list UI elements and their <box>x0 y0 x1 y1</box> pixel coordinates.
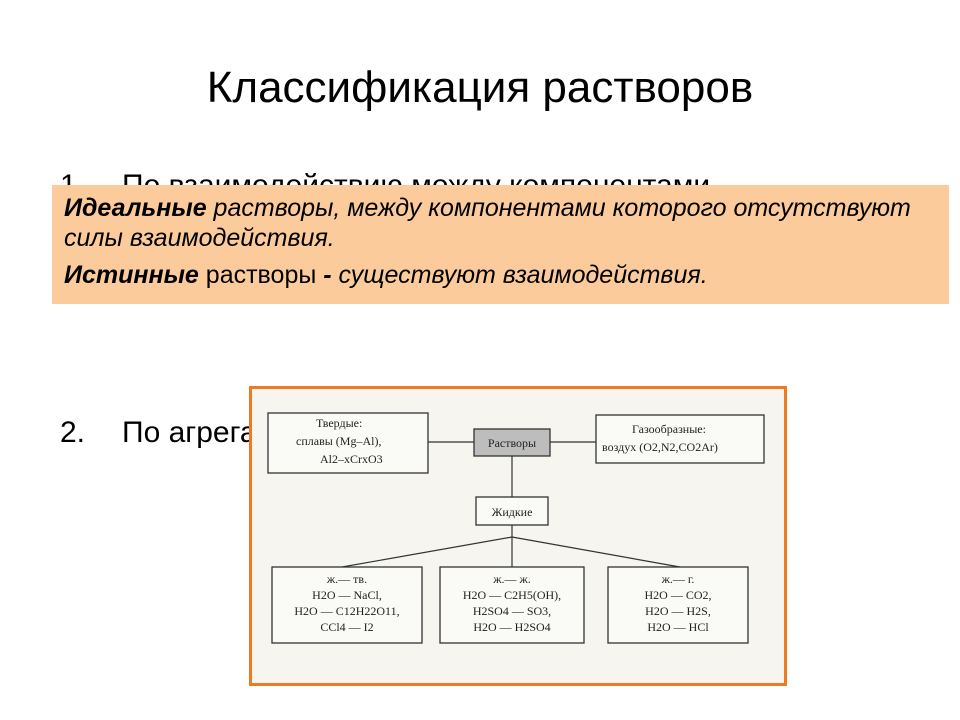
solid-line2: Al2–xCrxO3 <box>320 452 383 466</box>
liquid-liquid-box: ж.— ж. H2O — C2H5(OH), H2SO4 — SO3, H2O … <box>439 566 585 644</box>
true-definition: Истинные растворы - существуют взаимодей… <box>64 260 939 290</box>
liquid-box: Жидкие <box>475 496 549 526</box>
lt-line3: CCl4 — I2 <box>320 620 373 634</box>
ll-title: ж.— ж. <box>492 572 531 586</box>
slide-title: Классификация растворов <box>206 63 754 112</box>
center-box: Растворы <box>473 428 551 457</box>
gas-title: Газообразные: <box>632 422 706 436</box>
ideal-definition: Идеальные растворы, между компонентами к… <box>64 193 939 253</box>
ll-line3: H2O — H2SO4 <box>473 620 550 634</box>
ideal-solutions-word: растворы, <box>206 194 348 222</box>
lt-line1: H2O — NaCl, <box>312 588 382 602</box>
ideal-term: Идеальные <box>64 194 207 222</box>
solid-line1: сплавы (Mg–Al), <box>296 434 381 448</box>
lt-line2: H2O — C12H22O11, <box>294 604 399 618</box>
liquid-solid-box: ж.— тв. H2O — NaCl, H2O — C12H22O11, CCl… <box>271 566 423 644</box>
center-label: Растворы <box>488 436 536 450</box>
solid-title: Твердые: <box>316 416 362 430</box>
lg-line3: H2O — HCl <box>647 620 709 634</box>
definition-callout: Идеальные растворы, между компонентами к… <box>52 185 949 304</box>
diagram-svg: Твердые: сплавы (Mg–Al), Al2–xCrxO3 Раст… <box>267 412 765 644</box>
list-number: 2. <box>60 416 86 449</box>
liquid-label: Жидкие <box>492 505 533 519</box>
ll-line1: H2O — C2H5(OH), <box>463 588 561 602</box>
lg-line2: H2O — H2S, <box>645 604 711 618</box>
ll-line2: H2SO4 — SO3, <box>473 604 551 618</box>
gas-line1: воздух (O2,N2,CO2Ar) <box>602 440 718 454</box>
classification-diagram: Твердые: сплавы (Mg–Al), Al2–xCrxO3 Раст… <box>249 386 787 686</box>
liquid-gas-box: ж.— г. H2O — CO2, H2O — H2S, H2O — HCl <box>607 566 749 644</box>
ideal-description: между компонентами которого отсутствуют … <box>64 194 911 252</box>
true-solutions-word: растворы <box>198 261 324 289</box>
connector-lines <box>341 441 681 568</box>
lg-line1: H2O — CO2, <box>644 588 711 602</box>
true-description: существуют взаимодействия. <box>331 261 708 289</box>
gas-box: Газообразные: воздух (O2,N2,CO2Ar) <box>595 414 765 464</box>
lg-title: ж.— г. <box>661 572 695 586</box>
dash: - <box>323 261 332 289</box>
true-term: Истинные <box>64 261 199 289</box>
solid-box: Твердые: сплавы (Mg–Al), Al2–xCrxO3 <box>267 412 429 474</box>
lt-title: ж.— тв. <box>326 572 367 586</box>
